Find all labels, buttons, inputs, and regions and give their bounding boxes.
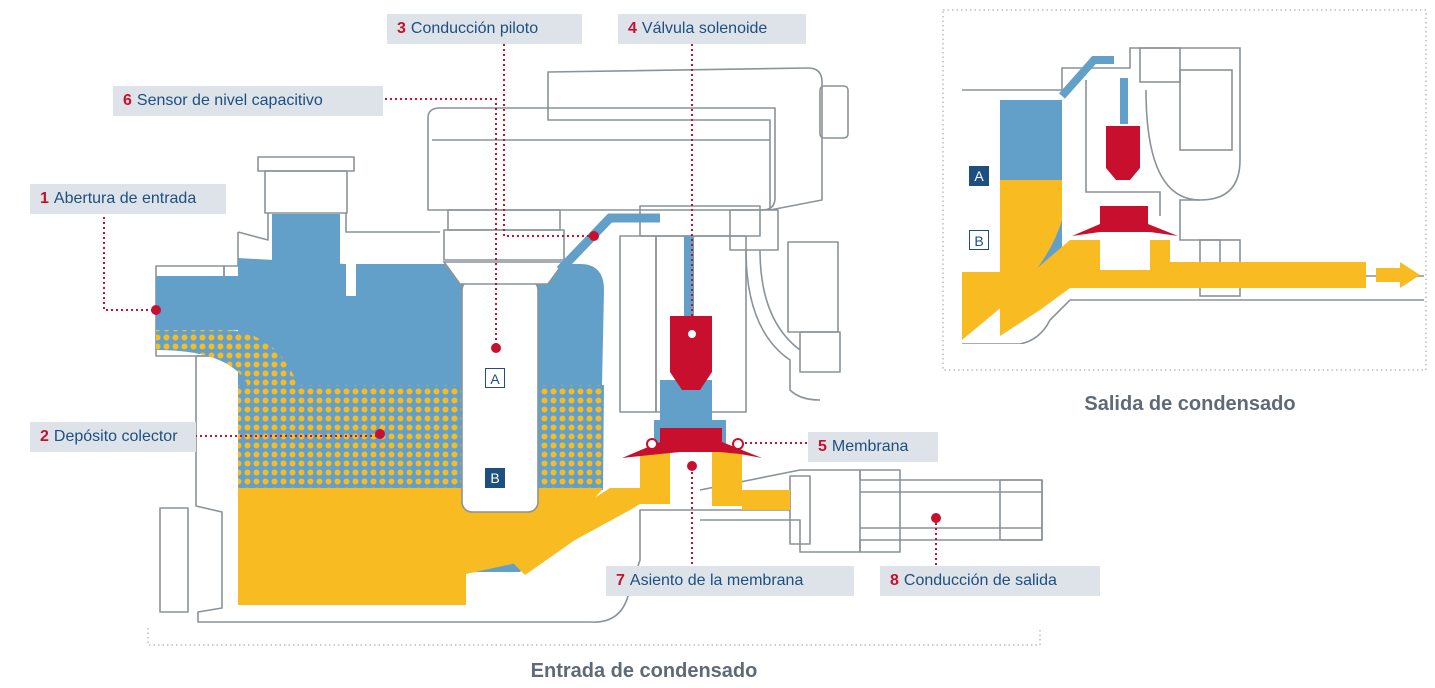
solenoid-valve — [670, 316, 712, 390]
electronics-housing — [547, 67, 823, 211]
housing-outline — [195, 232, 790, 623]
inlet-channel — [156, 276, 238, 330]
label-number: 3 — [397, 20, 406, 37]
label-number: 7 — [616, 572, 625, 589]
label-text: Conducción piloto — [410, 20, 539, 37]
valve-coil-housing — [619, 235, 657, 413]
lower-port — [159, 507, 189, 613]
label-text: Sensor de nivel capacitivo — [136, 92, 323, 109]
outlet-detail — [962, 47, 1424, 344]
label-number: 5 — [818, 438, 827, 455]
label-text: Membrana — [831, 438, 909, 455]
flow-arrow — [1376, 262, 1420, 288]
label-text: Válvula solenoide — [641, 20, 768, 37]
label-text: Abertura de entrada — [53, 190, 197, 207]
label-text: Conducción de salida — [903, 572, 1057, 589]
label-text: Depósito colector — [53, 428, 178, 445]
condensate-dotted — [238, 385, 604, 490]
coil-right-block — [787, 241, 839, 333]
label-number: 6 — [123, 92, 132, 109]
label-number: 4 — [628, 20, 637, 37]
inlet-caption: Entrada de condensado — [530, 660, 758, 682]
inlet-top-fitting — [257, 156, 355, 172]
outlet-pipe — [699, 469, 1043, 553]
level-marker-b: B — [485, 468, 505, 488]
pilot-line — [556, 213, 660, 274]
outlet-frame — [942, 9, 1427, 371]
inlet-bracket — [147, 628, 1041, 646]
label-text: Asiento de la membrana — [629, 572, 804, 589]
outlet-caption: Salida de condensado — [1084, 393, 1296, 415]
detail-level-marker-a: A — [969, 166, 989, 186]
connector-plug — [819, 85, 849, 139]
sensor-head — [427, 107, 776, 211]
inlet-dotted-spray — [156, 330, 300, 390]
membrane — [622, 428, 762, 458]
condensate-level — [238, 488, 603, 605]
label-number: 8 — [890, 572, 899, 589]
label-number: 1 — [40, 190, 49, 207]
detail-level-marker-b: B — [969, 230, 989, 250]
label-number: 2 — [40, 428, 49, 445]
level-marker-a: A — [485, 368, 505, 388]
outlet-channel — [510, 450, 790, 575]
